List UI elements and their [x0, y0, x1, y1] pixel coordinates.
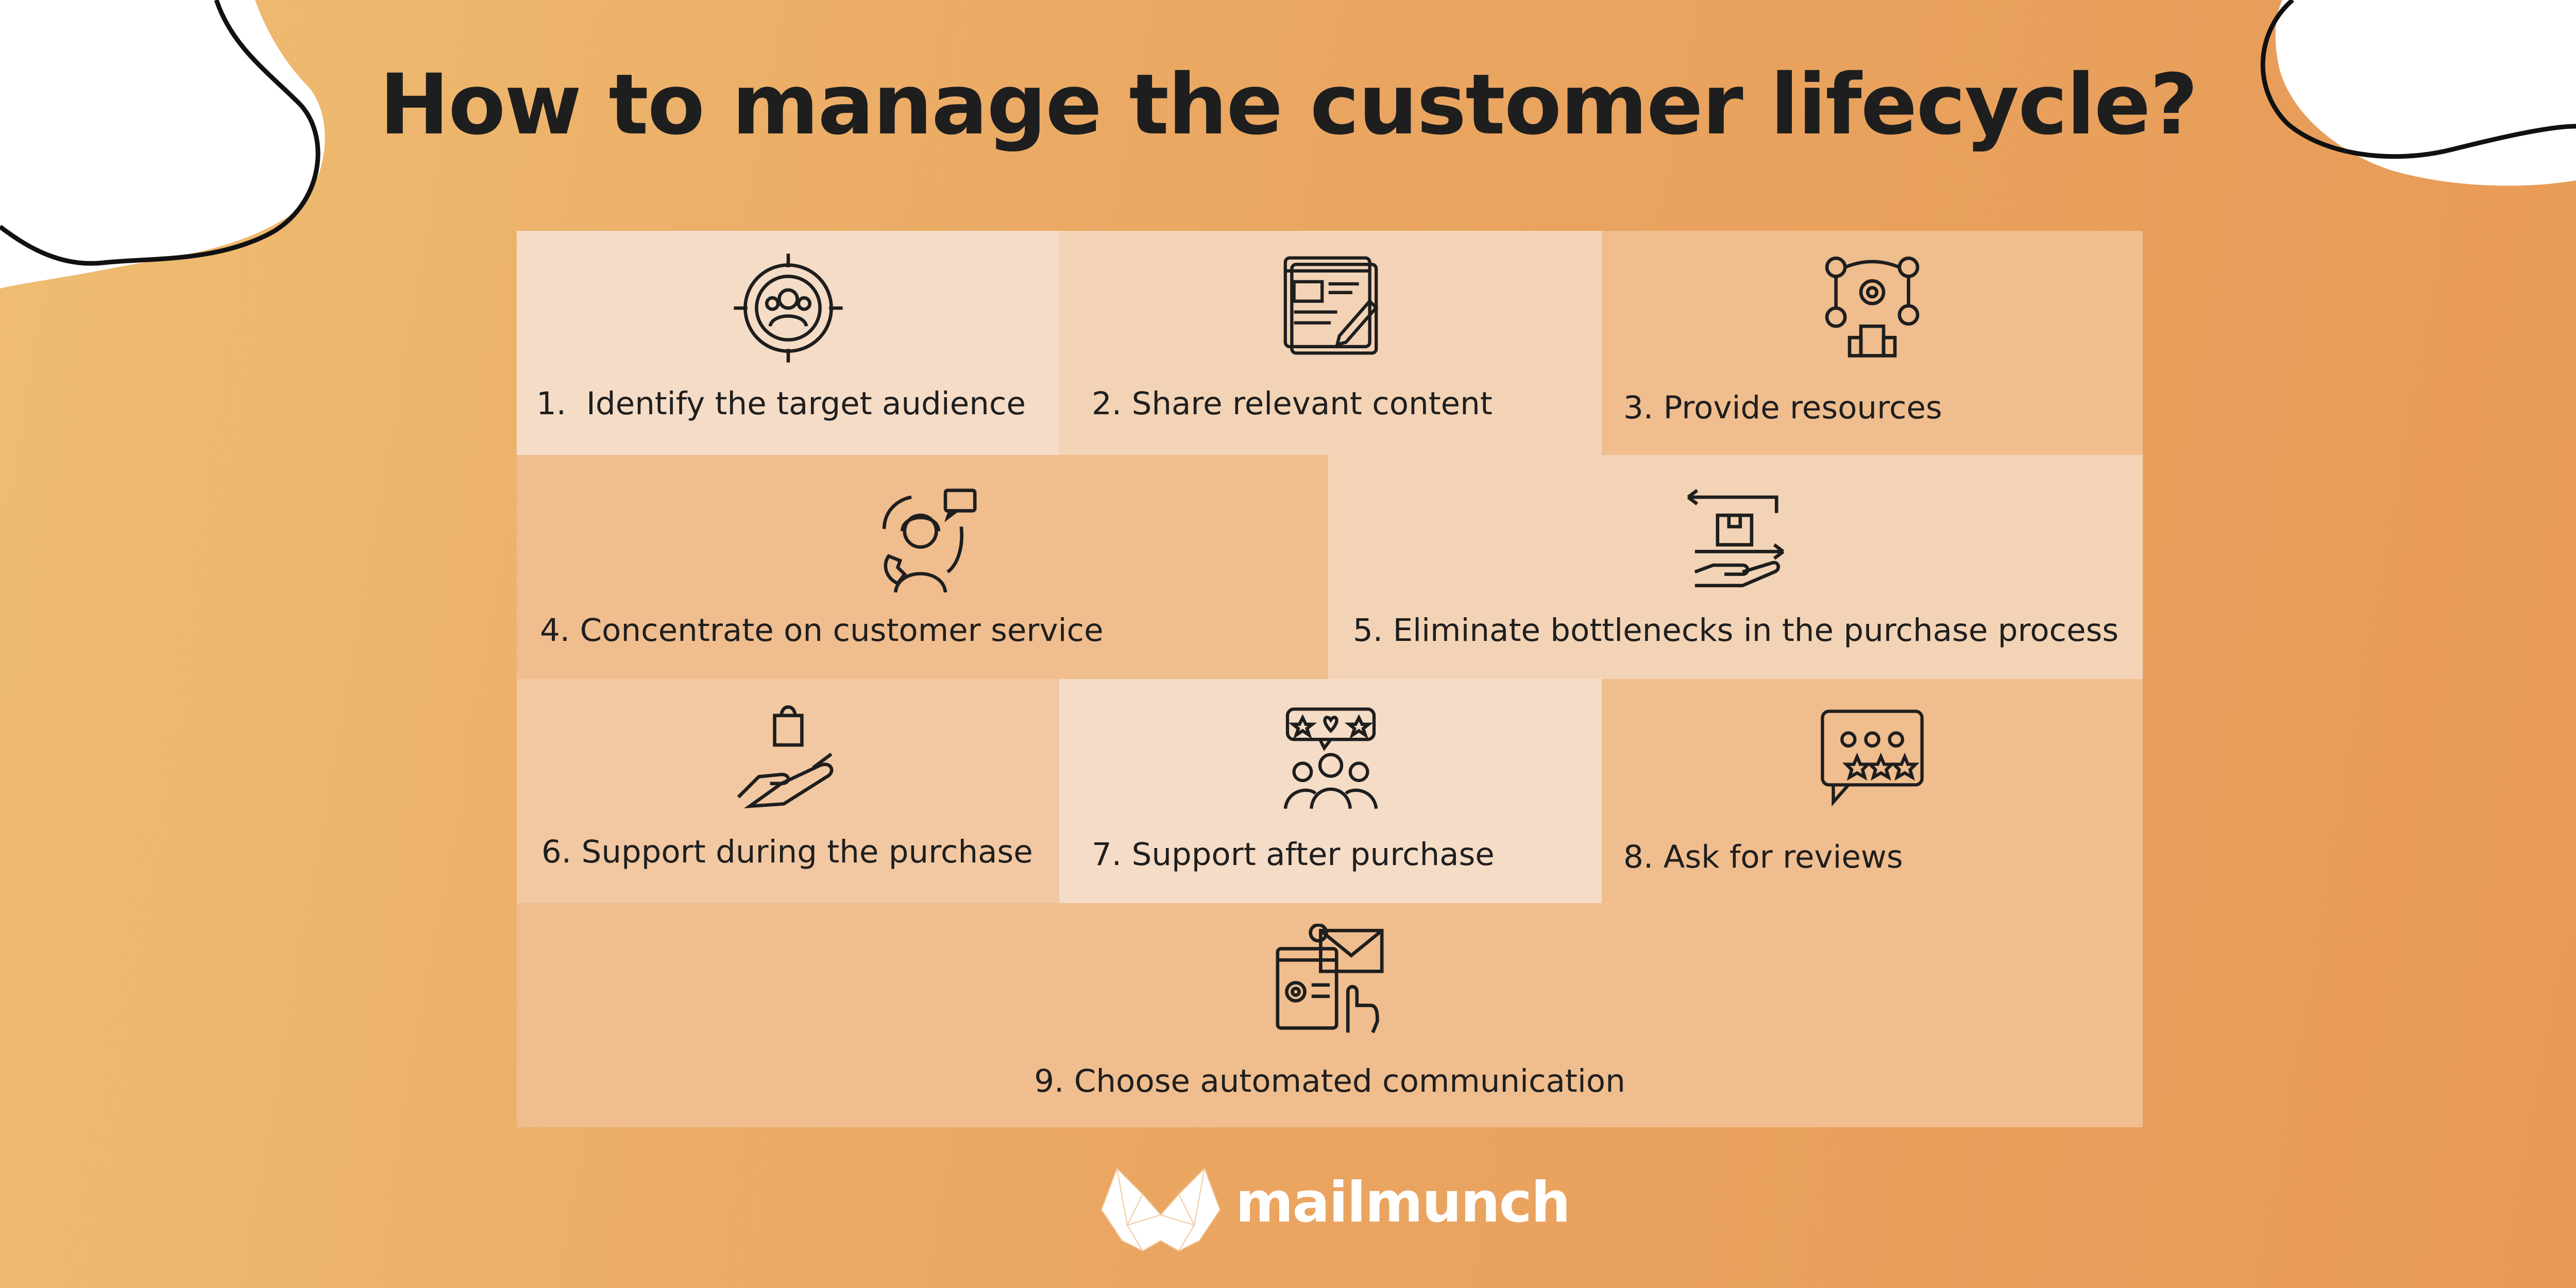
step-2-label: 2. Share relevant content — [1092, 385, 1493, 422]
step-5-label: 5. Eliminate bottlenecks in the purchase… — [1353, 612, 2119, 649]
step-5-card: 5. Eliminate bottlenecks in the purchase… — [1328, 455, 2143, 679]
page-title: How to manage the customer lifecycle? — [379, 57, 2198, 154]
step-9-label: 9. Choose automated communication — [1034, 1063, 1625, 1099]
brand-name: mailmunch — [1235, 1171, 1571, 1235]
step-6-card: 6. Support during the purchase — [517, 679, 1059, 903]
step-1-card: 1. Identify the target audience — [517, 231, 1059, 455]
target-audience-icon — [733, 253, 843, 363]
step-4-card: 4. Concentrate on customer service — [517, 455, 1328, 679]
group-feedback-icon — [1283, 707, 1378, 809]
automated-email-icon — [1276, 924, 1384, 1033]
resources-network-icon — [1825, 256, 1920, 358]
shopping-bag-hand-icon — [737, 705, 833, 808]
step-6-label: 6. Support during the purchase — [541, 834, 1033, 870]
brand-logo: mailmunch — [1096, 1163, 1571, 1256]
step-8-card: 8. Ask for reviews — [1602, 679, 2143, 903]
step-4-label: 4. Concentrate on customer service — [540, 612, 1104, 649]
content-article-icon — [1283, 256, 1379, 355]
step-8-label: 8. Ask for reviews — [1623, 839, 1903, 875]
customer-service-icon — [882, 488, 976, 593]
step-7-card: 7. Support after purchase — [1059, 679, 1602, 903]
step-3-card: 3. Provide resources — [1602, 231, 2143, 455]
step-7-label: 7. Support after purchase — [1092, 836, 1495, 873]
step-1-label: 1. Identify the target audience — [536, 385, 1026, 422]
delivery-hand-icon — [1687, 489, 1784, 587]
mailmunch-logo-icon — [1100, 1167, 1221, 1252]
step-2-card: 2. Share relevant content — [1059, 231, 1602, 455]
step-9-card: 9. Choose automated communication — [517, 903, 2143, 1127]
step-3-label: 3. Provide resources — [1623, 389, 1942, 426]
steps-grid: 1. Identify the target audience 2. Share… — [517, 231, 2143, 1127]
review-stars-icon — [1821, 709, 1924, 807]
